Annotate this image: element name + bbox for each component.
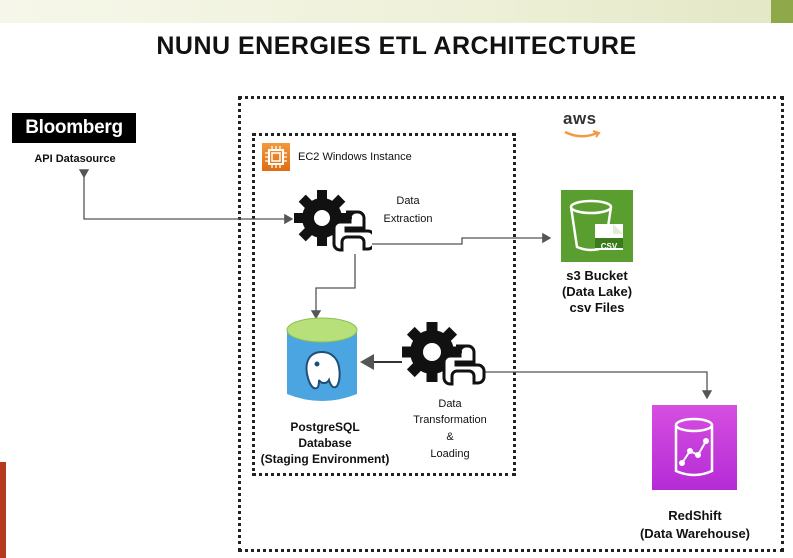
transform-label-line2: Transformation [413, 414, 487, 426]
extraction-to-s3-arrow [370, 232, 552, 245]
bloomberg-logo: Bloomberg [12, 113, 136, 143]
postgres-label-line1: PostgreSQL [290, 420, 360, 434]
redshift-icon [652, 405, 737, 490]
ec2-label: EC2 Windows Instance [298, 151, 412, 163]
ec2-instance-boundary [252, 133, 516, 476]
transform-label-line4: Loading [430, 448, 470, 460]
diagram-title: NUNU ENERGIES ETL ARCHITECTURE [156, 32, 637, 60]
postgres-label-line3: (Staging Environment) [260, 452, 390, 466]
slide-top-bar [0, 0, 793, 23]
postgresql-database-icon [286, 317, 358, 401]
s3-bucket-icon [561, 190, 633, 262]
redshift-label-line2: (Data Warehouse) [639, 526, 751, 541]
redshift-label-line1: RedShift [668, 508, 722, 523]
postgres-label-line2: Database [298, 436, 352, 450]
s3-label-line2: (Data Lake) [561, 284, 633, 299]
python-gear-extraction-icon [294, 190, 372, 252]
python-gear-transformation-icon [402, 322, 486, 386]
ec2-icon [262, 143, 290, 171]
extraction-label-line1: Data [396, 195, 420, 207]
extraction-to-postgres-arrow [310, 254, 356, 320]
slide-corner-tab [771, 0, 793, 23]
bloomberg-to-extraction-arrow [78, 169, 294, 225]
aws-logo: aws [563, 110, 605, 138]
s3-csv-badge: CSV [600, 242, 618, 251]
aws-smile-icon [564, 130, 601, 138]
bloomberg-caption: API Datasource [34, 153, 116, 165]
slide-left-accent [0, 462, 6, 558]
transform-label-line1: Data [438, 398, 462, 410]
s3-label-line1: s3 Bucket [566, 268, 628, 283]
aws-cloud-boundary [238, 96, 784, 552]
transform-to-redshift-arrow [484, 371, 713, 400]
extraction-label-line2: Extraction [383, 213, 433, 225]
transform-label-line3: & [446, 431, 454, 443]
s3-label-line3: csv Files [569, 300, 625, 315]
aws-logo-text: aws [563, 109, 597, 128]
